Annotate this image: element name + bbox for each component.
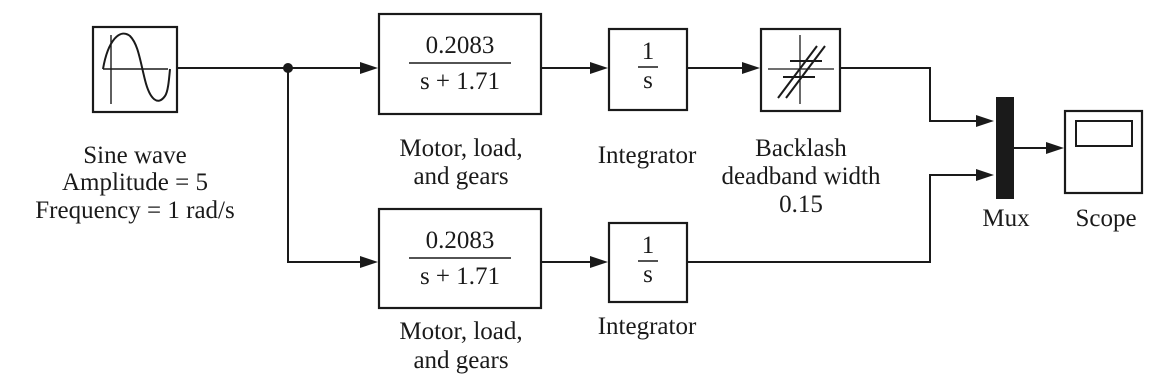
transfer-numerator: 0.2083 [426, 32, 495, 59]
motor-bottom-label-line-1: Motor, load, [399, 318, 522, 345]
sine-label-line-2: Amplitude = 5 [62, 169, 208, 196]
scope-block[interactable] [1063, 109, 1144, 195]
integrator-numerator: 1 [642, 38, 655, 65]
motor-top-label-line-1: Motor, load, [399, 135, 522, 162]
integrator-block-bottom[interactable]: 1 s [607, 221, 689, 304]
motor-top-label-line-2: and gears [413, 163, 508, 190]
backlash-block[interactable] [759, 27, 842, 113]
motor-load-gears-block-top[interactable]: 0.2083 s + 1.71 [377, 12, 543, 116]
mux-label: Mux [982, 205, 1030, 232]
backlash-icon [768, 35, 834, 104]
motor-load-gears-block-bottom[interactable]: 0.2083 s + 1.71 [377, 207, 543, 310]
integrator-bottom-label: Integrator [598, 313, 697, 340]
backlash-label-line-1: Backlash [755, 135, 847, 162]
sine-wave-block[interactable] [91, 25, 179, 114]
transfer-numerator: 0.2083 [426, 227, 495, 254]
integrator-top-label: Integrator [598, 142, 697, 169]
transfer-denominator: s + 1.71 [420, 263, 500, 290]
motor-bottom-label-line-2: and gears [413, 347, 508, 374]
backlash-label-line-2: deadband width [722, 163, 881, 190]
sine-label-line-1: Sine wave [83, 142, 186, 169]
scope-screen-icon [1075, 120, 1133, 147]
transfer-denominator: s + 1.71 [420, 68, 500, 95]
sine-wave-icon [102, 32, 171, 104]
mux-block[interactable] [996, 97, 1014, 199]
signal-wires [177, 62, 1064, 268]
integrator-numerator: 1 [642, 232, 655, 259]
backlash-label-line-3: 0.15 [779, 191, 823, 218]
integrator-denominator: s [643, 67, 653, 94]
integrator-denominator: s [643, 261, 653, 288]
integrator-block-top[interactable]: 1 s [607, 27, 689, 112]
sine-label-line-3: Frequency = 1 rad/s [35, 197, 234, 224]
scope-label: Scope [1075, 205, 1136, 232]
